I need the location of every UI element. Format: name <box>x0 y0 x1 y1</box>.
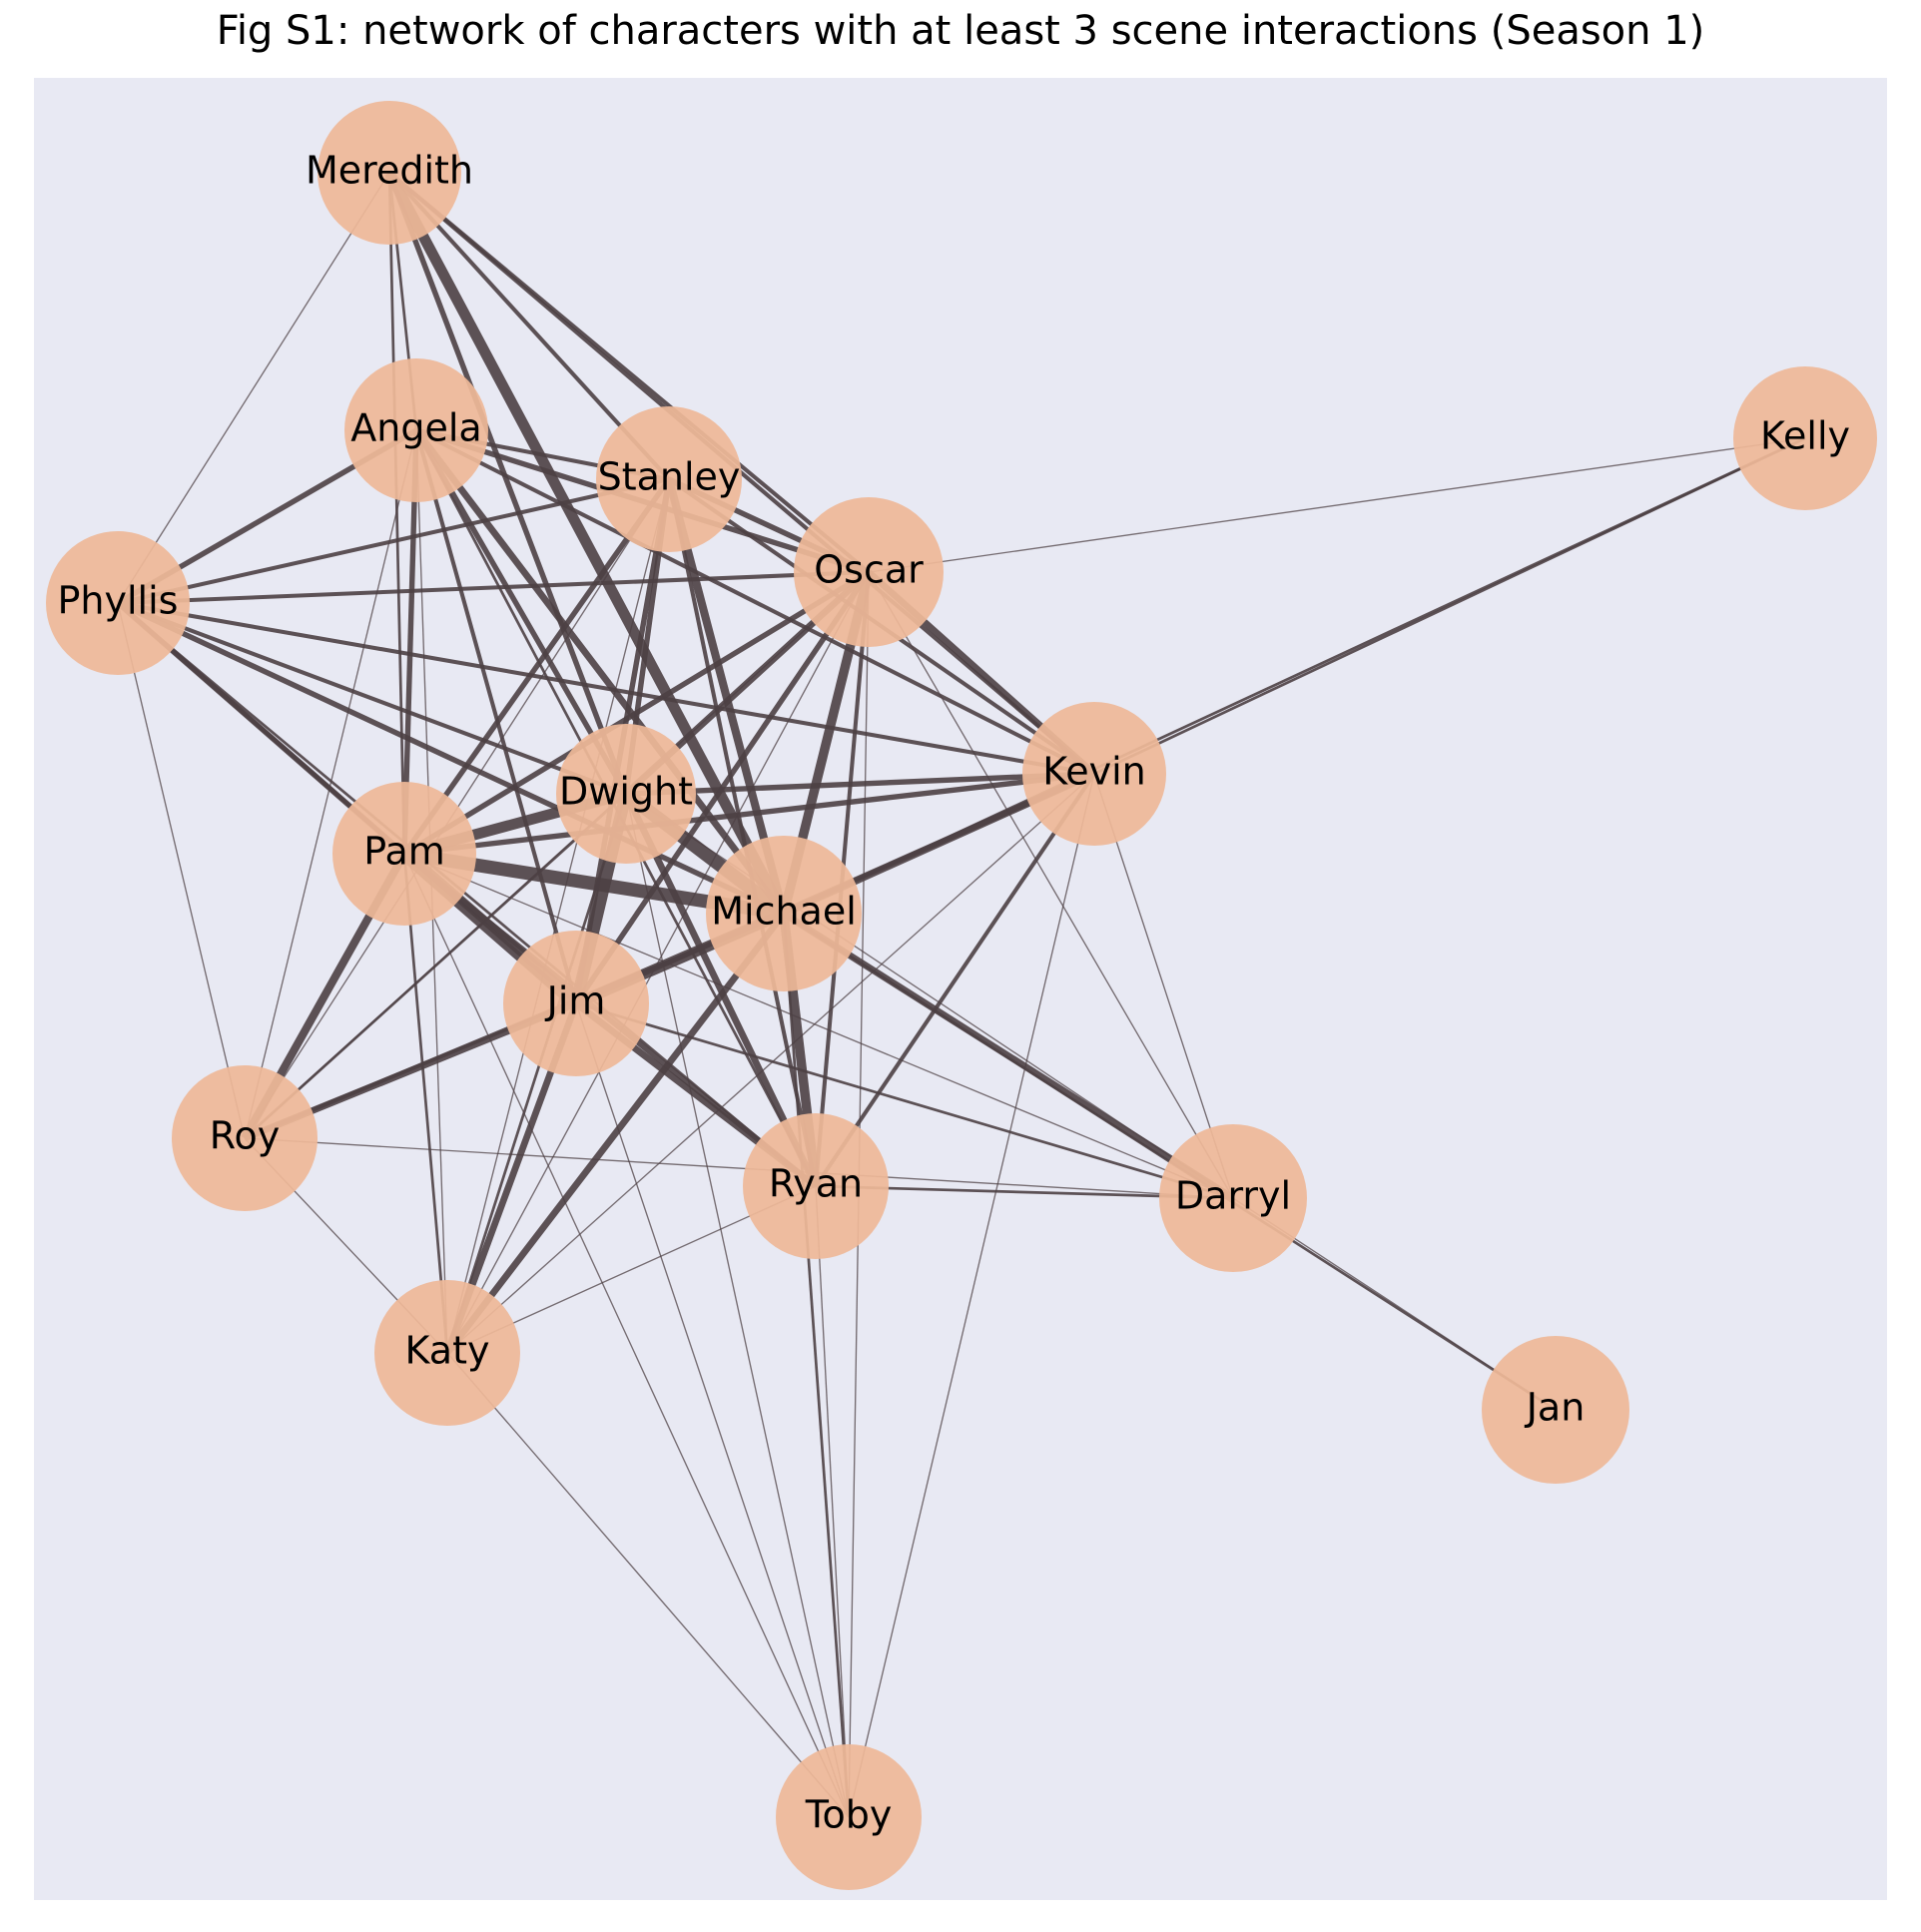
graph-edge <box>782 913 851 1818</box>
graph-node-dwight[interactable] <box>556 724 696 864</box>
graph-edge <box>575 1001 1234 1200</box>
graph-node-toby[interactable] <box>776 1744 922 1890</box>
graph-node-ryan[interactable] <box>743 1113 889 1259</box>
graph-edge <box>244 792 627 1140</box>
graph-edge <box>117 569 870 606</box>
graph-node-kevin[interactable] <box>1022 702 1166 846</box>
graph-edge <box>244 429 417 1139</box>
graph-node-roy[interactable] <box>172 1065 318 1211</box>
graph-node-michael[interactable] <box>706 836 862 991</box>
graph-edge <box>401 477 672 856</box>
graph-edge <box>446 773 1095 1354</box>
graph-edge <box>415 428 1095 776</box>
graph-edge <box>446 1352 850 1818</box>
graph-edge <box>814 772 1096 1188</box>
graph-edge <box>868 571 1234 1199</box>
page-title: Fig S1: network of characters with at le… <box>216 8 1705 54</box>
graph-edge <box>446 478 670 1354</box>
graph-edge <box>403 853 1234 1199</box>
graph-edge <box>386 172 629 795</box>
graph-edge <box>868 437 1806 573</box>
graph-edge <box>387 171 1096 776</box>
graph-node-phyllis[interactable] <box>46 531 190 675</box>
graph-node-jim[interactable] <box>503 931 649 1076</box>
graph-node-angela[interactable] <box>344 358 488 502</box>
graph-node-kelly[interactable] <box>1733 366 1877 510</box>
graph-edge <box>575 1002 850 1818</box>
graph-edge <box>625 771 1095 797</box>
node-layer <box>46 101 1877 1890</box>
graph-node-oscar[interactable] <box>794 497 944 647</box>
graph-edge <box>117 602 246 1139</box>
graph-node-meredith[interactable] <box>318 101 461 245</box>
graph-edge <box>1093 773 1234 1199</box>
graph-edge <box>402 569 871 857</box>
graph-node-pam[interactable] <box>332 782 476 926</box>
graph-edge <box>117 601 1095 776</box>
graph-edge <box>244 1137 1234 1199</box>
graph-node-katy[interactable] <box>374 1280 520 1426</box>
graph-edge <box>402 853 449 1354</box>
graph-edge <box>117 477 670 605</box>
graph-edge <box>414 429 578 1004</box>
graph-edge <box>848 773 1095 1818</box>
graph-node-darryl[interactable] <box>1159 1124 1307 1272</box>
graph-edge <box>815 1185 850 1818</box>
graph-edge <box>444 911 787 1356</box>
graph-node-jan[interactable] <box>1482 1336 1629 1484</box>
graph-edge <box>403 853 850 1818</box>
graph-node-stanley[interactable] <box>596 406 742 552</box>
graph-edge <box>116 600 786 917</box>
graph-edge <box>117 172 390 604</box>
network-graph: MeredithKellyAngelaStanleyOscarPhyllisDw… <box>46 101 1877 1890</box>
graph-edge <box>413 427 787 917</box>
graph-edge <box>403 771 1095 857</box>
graph-edge <box>117 601 627 796</box>
